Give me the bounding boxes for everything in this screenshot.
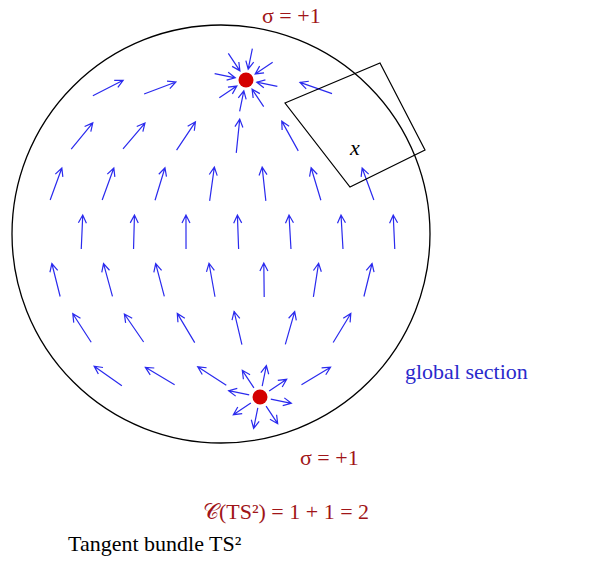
tangent-arrow: [313, 263, 321, 297]
tangent-arrow: [71, 123, 93, 149]
tangent-arrow: [177, 313, 194, 342]
tangent-arrow: [206, 263, 215, 296]
chart-outline: [283, 61, 427, 189]
tangent-arrow: [234, 215, 242, 249]
tangent-arrow: [252, 89, 264, 107]
tangent-arrow: [282, 121, 299, 151]
tangent-arrow: [257, 80, 278, 88]
tangent-arrow: [300, 81, 332, 93]
tangent-arrow: [155, 168, 166, 201]
tangent-arrow: [93, 80, 123, 95]
tangent-arrow: [219, 86, 237, 98]
tangent-arrow: [102, 264, 113, 297]
tangent-arrow: [260, 263, 268, 297]
tangent-arrow: [271, 398, 292, 406]
caption: Tangent bundle TS²: [68, 533, 241, 555]
tangent-arrow: [123, 123, 145, 149]
tangent-arrow: [215, 72, 236, 80]
section-label: global section: [405, 361, 528, 383]
tangent-arrow: [233, 403, 251, 415]
tangent-arrow: [261, 366, 269, 387]
tangent-arrow: [235, 119, 243, 153]
tangent-arrow: [361, 168, 374, 200]
tangent-arrow: [229, 388, 250, 396]
tangent-arrow: [130, 215, 138, 249]
tangent-arrow: [269, 379, 287, 391]
tangent-arrow: [333, 313, 351, 342]
tangent-arrow: [177, 122, 196, 150]
zero-point: [253, 390, 268, 405]
index-label: σ = +1: [262, 5, 321, 27]
tangent-arrow: [390, 215, 398, 249]
tangent-arrow: [144, 81, 176, 94]
tangent-arrow: [50, 168, 63, 200]
tangent-arrow: [94, 366, 122, 386]
tangent-arrow: [259, 167, 267, 201]
tangent-arrow: [102, 168, 115, 200]
tangent-arrow: [301, 367, 330, 385]
tangent-arrow: [198, 367, 227, 385]
tangent-arrow: [364, 263, 374, 296]
tangent-arrow: [238, 91, 246, 112]
vector-field: [50, 49, 398, 429]
point-label: x: [350, 137, 360, 159]
tangent-arrow: [73, 314, 91, 343]
tangent-arrow: [145, 367, 174, 384]
tangent-arrow: [124, 314, 143, 342]
tangent-arrow: [228, 53, 240, 71]
chart-square: x: [283, 61, 427, 189]
tangent-arrow: [266, 406, 278, 424]
euler-count: 𝒞(TS²) = 1 + 1 = 2: [203, 501, 369, 523]
tangent-arrow: [182, 215, 190, 249]
tangent-arrow: [255, 62, 273, 74]
tangent-arrow: [285, 312, 296, 345]
tangent-arrow: [78, 215, 86, 249]
tangent-arrow: [285, 215, 293, 249]
tangent-arrow: [242, 370, 254, 388]
tangent-arrow: [232, 311, 242, 344]
tangent-arrow: [251, 408, 259, 429]
tangent-arrow: [154, 264, 164, 297]
index-label: σ = +1: [300, 447, 359, 469]
sphere-outline: [12, 25, 430, 443]
tangent-arrow: [337, 215, 345, 249]
zero-point: [239, 73, 254, 88]
tangent-arrow: [209, 167, 217, 201]
tangent-arrow: [246, 49, 254, 70]
tangent-arrow: [310, 168, 321, 201]
tangent-arrow: [50, 264, 60, 297]
